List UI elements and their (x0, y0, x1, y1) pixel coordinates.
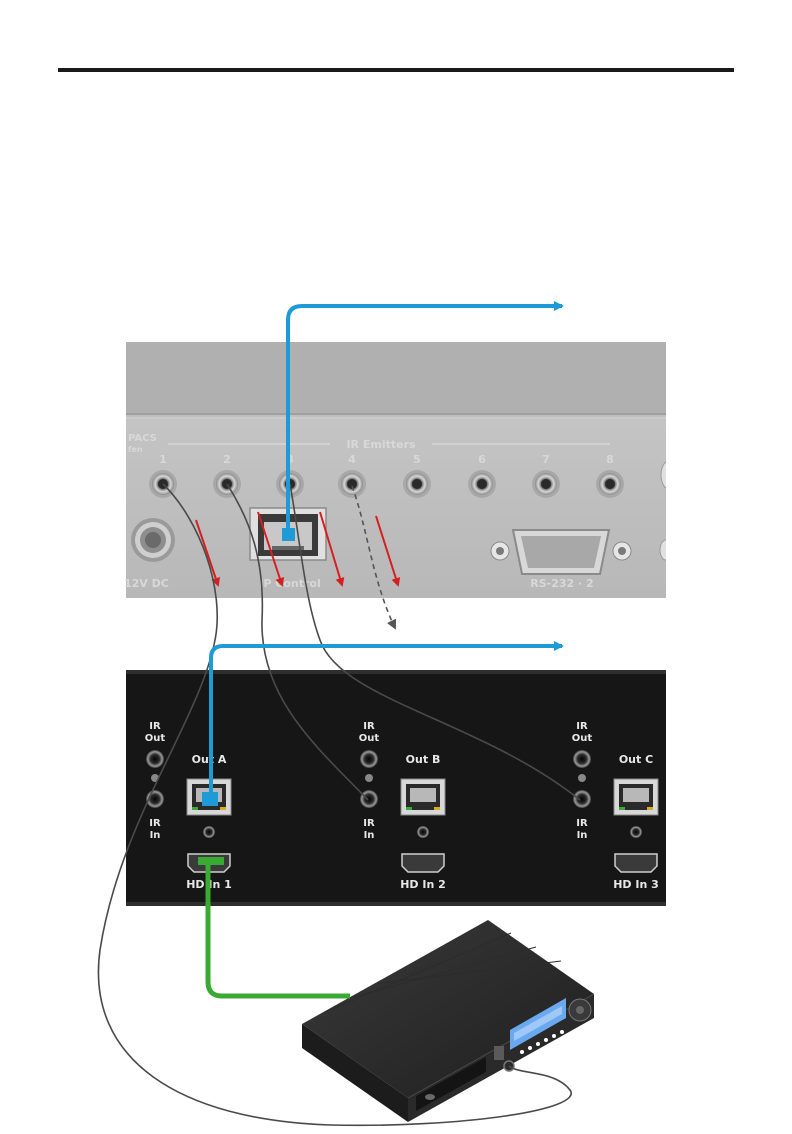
ir-port-number: 1 (159, 453, 167, 466)
red-arrow (195, 519, 221, 587)
ir-out-jack (146, 750, 164, 768)
ir-emitter-jack (532, 470, 560, 498)
header-rule (58, 68, 734, 72)
hdmi-input-label: HD In 3 (613, 878, 659, 891)
pacs-label: PACS (128, 433, 157, 444)
ir-out-label-2: Out (359, 733, 380, 744)
ir-port-number: 7 (542, 453, 550, 466)
ir-out-label-1: IR (149, 721, 161, 732)
ir-emitter-jack (596, 470, 624, 498)
ir-emitters-label: IR Emitters (346, 438, 416, 451)
ir-emitter-4-dashed-arrow (351, 485, 397, 630)
aux-jack (630, 826, 642, 838)
rs232-port (490, 529, 632, 575)
ir-in-label-2: In (577, 830, 588, 841)
pacs-sub-label: fen (128, 445, 143, 454)
rs232-label: RS-232 · 2 (530, 577, 593, 590)
ir-out-label-1: IR (363, 721, 375, 732)
emitter-signal-arrows (195, 511, 401, 587)
ir-in-label-1: IR (576, 818, 588, 829)
ir-port-number: 2 (223, 453, 231, 466)
ir-out-label-2: Out (145, 733, 166, 744)
red-arrow (257, 511, 285, 587)
network-connector-top (282, 528, 295, 541)
ir-in-label-1: IR (363, 818, 375, 829)
source-device (302, 920, 595, 1122)
ir-out-label-2: Out (572, 733, 593, 744)
aux-jack (417, 826, 429, 838)
output-label: Out C (619, 753, 653, 766)
ir-emitter-jack (403, 470, 431, 498)
ir-in-jack (360, 790, 378, 808)
ir-out-label-1: IR (576, 721, 588, 732)
aux-jack (203, 826, 215, 838)
hdmi-port (401, 853, 445, 873)
ir-out-jack (360, 750, 378, 768)
hdmi-connector (198, 857, 224, 865)
ir-in-jack (573, 790, 591, 808)
screw (578, 774, 586, 782)
red-arrow (375, 515, 401, 587)
ir-cables (97, 483, 581, 1127)
screw (365, 774, 373, 782)
ir-in-label-2: In (364, 830, 375, 841)
hdmi-input-label: HD In 2 (400, 878, 446, 891)
ir-port-number: 5 (413, 453, 421, 466)
hdmi-cable (205, 860, 350, 999)
ir-emitter-jack (338, 470, 366, 498)
output-label: Out B (406, 753, 441, 766)
red-arrow (319, 511, 345, 587)
power-label: 12V DC (124, 577, 169, 590)
network-line-top (286, 301, 564, 534)
ir-port-number: 4 (348, 453, 356, 466)
ip-control-label: IP Control (259, 577, 320, 590)
network-connector-bottom (202, 792, 218, 806)
ir-port-number: 8 (606, 453, 614, 466)
power-connector (131, 518, 175, 562)
ir-in-label-2: In (150, 830, 161, 841)
ir-port-number: 6 (478, 453, 486, 466)
hdmi-port (614, 853, 658, 873)
network-line-bottom (209, 641, 564, 800)
ir-out-jack (573, 750, 591, 768)
ir-in-label-1: IR (149, 818, 161, 829)
ir-emitter-jack (468, 470, 496, 498)
